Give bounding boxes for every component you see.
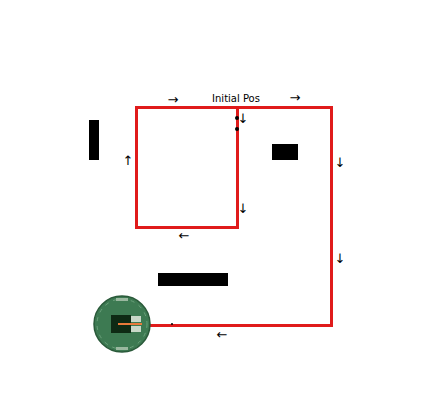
robot-symbol — [94, 296, 150, 352]
direction-arrow: ← — [179, 229, 190, 242]
direction-arrow: ↓ — [238, 112, 249, 125]
start-label: Initial Pos — [212, 94, 260, 104]
waypoint-dot — [235, 127, 239, 131]
direction-arrow: ↓ — [238, 202, 249, 215]
direction-arrow: → — [168, 93, 179, 106]
inner-loop-path — [137, 108, 238, 228]
direction-arrow: ↓ — [335, 156, 346, 169]
direction-arrow: ← — [217, 328, 228, 341]
direction-arrow: → — [290, 91, 301, 104]
waypoint-dot — [171, 323, 173, 325]
obstacle — [272, 144, 298, 160]
direction-arrow: ↑ — [123, 154, 134, 167]
outer-path — [140, 108, 332, 326]
direction-arrow: ↓ — [335, 252, 346, 265]
obstacle — [89, 120, 99, 160]
obstacle — [158, 273, 228, 286]
